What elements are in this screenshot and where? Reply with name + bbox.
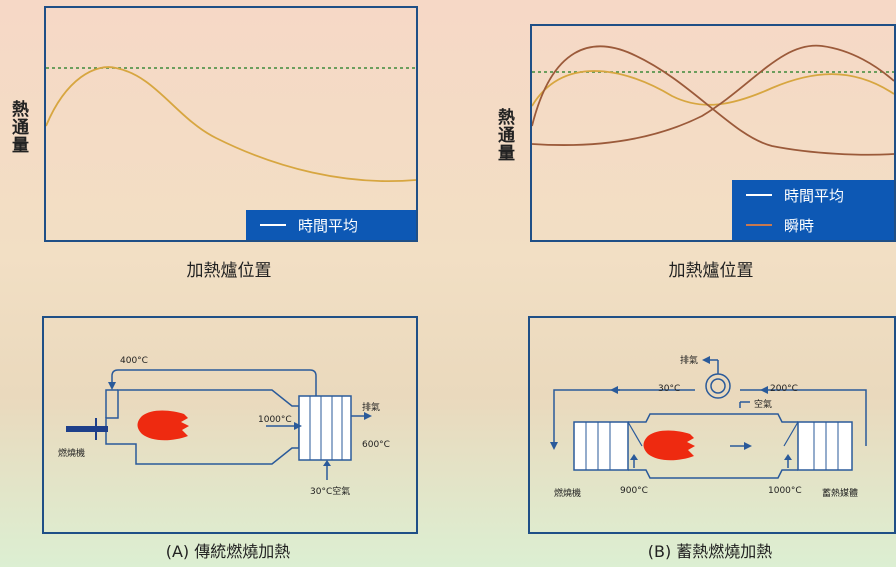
legend-label-average-right: 時間平均 (784, 186, 845, 205)
regenerator-right-b (797, 421, 853, 471)
legend-row-instant: 瞬時 (732, 210, 894, 240)
legend-row-average: 時間平均 (246, 210, 416, 240)
burner-bar-a (66, 426, 108, 432)
heat-exchanger-a (298, 395, 352, 461)
time-average-curve (46, 66, 416, 183)
label-a-600: 600°C (362, 440, 390, 450)
diagram-b-frame: 排氣 30°C 200°C 空氣 燃燒機 900°C 1000°C 蓄熱媒體 (528, 316, 896, 534)
plot-right: 時間平均 瞬時 (530, 24, 896, 242)
label-b-900: 900°C (620, 486, 648, 496)
caption-b: (B) 蓄熱燃燒加熱 (647, 542, 773, 561)
plot-right-svg (532, 44, 894, 156)
label-b-regen: 蓄熱媒體 (822, 489, 859, 499)
diagram-b-svg (550, 356, 867, 479)
recirc-loop-a (111, 369, 317, 396)
label-b-30: 30°C (658, 384, 681, 394)
flame-b (643, 430, 695, 461)
legend-swatch-average-right (746, 194, 772, 196)
outer-loop-b (553, 389, 867, 446)
legend-left: 時間平均 (246, 210, 416, 240)
flame-a (137, 410, 189, 441)
furnace-body-b (628, 413, 798, 479)
y-axis-label-left: 熱通量 (8, 100, 28, 154)
instantaneous-curve-a (532, 45, 894, 156)
time-average-curve-right (532, 70, 894, 107)
fan-icon (705, 373, 731, 399)
label-a-air: 30°C空氣 (310, 487, 351, 497)
inlet-stub-a (105, 389, 118, 418)
legend-right: 時間平均 瞬時 (732, 180, 894, 240)
label-a-400: 400°C (120, 356, 148, 366)
label-b-1000: 1000°C (768, 486, 802, 496)
regenerator-left-b (573, 421, 629, 471)
legend-swatch-instant (746, 224, 772, 226)
recirc-arrowhead-a (108, 382, 116, 390)
legend-row-average-right: 時間平均 (732, 180, 894, 210)
legend-swatch-average (260, 224, 286, 226)
label-a-burner: 燃燒機 (58, 449, 86, 459)
legend-label-average: 時間平均 (298, 216, 359, 235)
diagram-a-svg (66, 369, 372, 480)
label-a-exhaust: 排氣 (362, 403, 381, 413)
label-b-exhaust: 排氣 (680, 356, 699, 366)
furnace-body-a (105, 389, 300, 465)
label-b-200: 200°C (770, 384, 798, 394)
plot-left: 時間平均 (44, 6, 418, 242)
instantaneous-curve-b (532, 44, 894, 146)
diagram-a-frame: 400°C 1000°C 排氣 600°C 燃燒機 30°C空氣 (42, 316, 418, 534)
caption-a: (A) 傳統燃燒加熱 (165, 542, 291, 561)
x-axis-label-left: 加熱爐位置 (186, 261, 272, 281)
label-b-burner: 燃燒機 (554, 489, 582, 499)
legend-label-instant: 瞬時 (784, 216, 815, 235)
y-axis-label-right: 熱通量 (494, 108, 514, 162)
label-a-1000: 1000°C (258, 415, 292, 425)
x-axis-label-right: 加熱爐位置 (668, 261, 754, 281)
label-b-air: 空氣 (754, 400, 773, 410)
plot-left-svg (46, 66, 416, 183)
